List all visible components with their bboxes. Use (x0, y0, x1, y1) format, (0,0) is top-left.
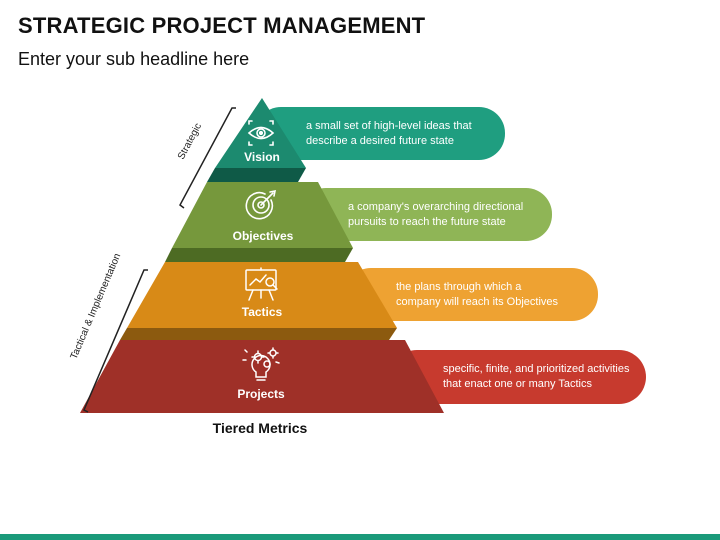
objectives-description: a company's overarching directional purs… (348, 200, 523, 230)
vision-shadow-band (207, 168, 306, 182)
tactical-bracket (83, 269, 148, 413)
gear-bulb-icon (242, 347, 280, 381)
tactics-tier (127, 262, 397, 328)
objectives-description-pill (300, 188, 552, 241)
tier-label-projects: Projects (237, 387, 285, 401)
presentation-board-icon (245, 267, 278, 301)
objectives-shadow-band (165, 248, 353, 262)
objectives-description-line2: pursuits to reach the future state (348, 216, 506, 228)
tier-label-vision: Vision (244, 150, 280, 164)
objectives-tier (172, 182, 353, 248)
projects-description: specific, finite, and prioritized activi… (443, 362, 629, 392)
tactics-shadow-band (120, 328, 397, 340)
vision-description-pill (255, 107, 505, 160)
vision-description: a small set of high-level ideas that des… (306, 119, 472, 149)
projects-description-line2: that enact one or many Tactics (443, 378, 592, 390)
vision-description-line2: describe a desired future state (306, 135, 454, 147)
tactics-description: the plans through which a company will r… (396, 280, 558, 310)
page-title: STRATEGIC PROJECT MANAGEMENT (18, 13, 426, 38)
page-subtitle: Enter your sub headline here (18, 49, 250, 69)
tactics-description-line2: company will reach its Objectives (396, 296, 559, 308)
tactics-description-pill (345, 268, 598, 321)
bullseye-icon (245, 189, 277, 220)
vision-description-line1: a small set of high-level ideas that (306, 120, 472, 132)
objectives-description-line1: a company's overarching directional (348, 201, 524, 213)
tier-label-tactics: Tactics (241, 305, 283, 319)
tiered-metrics-label: Tiered Metrics (212, 420, 308, 436)
strategic-bracket (179, 107, 236, 209)
projects-description-pill (390, 350, 646, 404)
tier-label-objectives: Objectives (232, 229, 294, 243)
projects-description-line1: specific, finite, and prioritized activi… (443, 363, 630, 375)
tactics-description-line1: the plans through which a (396, 281, 522, 293)
bottom-accent-bar (0, 534, 720, 540)
eye-target-icon (247, 120, 275, 146)
